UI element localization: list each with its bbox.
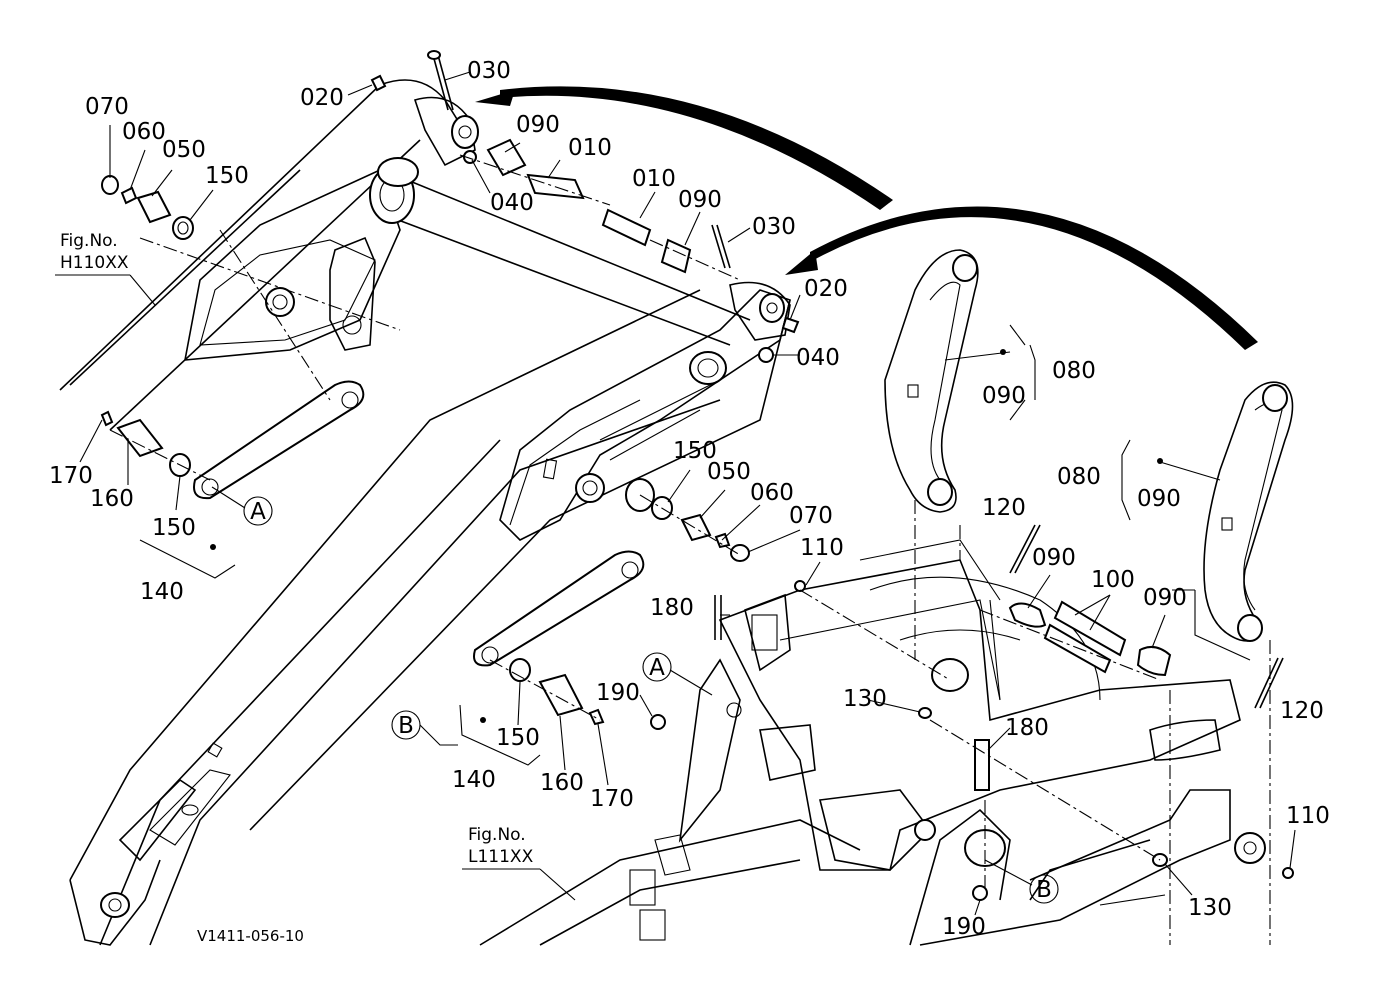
part-label: 120 — [982, 495, 1026, 521]
part-label: 090 — [516, 112, 560, 138]
part-label: 010 — [568, 135, 612, 161]
part-label: 170 — [590, 786, 634, 812]
part-label: 170 — [49, 463, 93, 489]
svg-text:B: B — [398, 713, 414, 739]
part-label: 080 — [1057, 464, 1101, 490]
part-label: 150 — [205, 163, 249, 189]
group-dots — [210, 349, 1163, 723]
part-labels: 030 020 070 060 050 150 090 010 040 010 … — [49, 58, 1330, 940]
svg-text:B: B — [1036, 877, 1052, 903]
link-upper — [193, 380, 365, 500]
part-label: 090 — [982, 383, 1026, 409]
part-label: 120 — [1280, 698, 1324, 724]
part-label: 160 — [540, 770, 584, 796]
callout-a-lower: A — [642, 652, 672, 682]
part-label: 040 — [490, 190, 534, 216]
callout-b-right: B — [1029, 874, 1059, 904]
part-label: 050 — [707, 459, 751, 485]
part-label: 150 — [152, 515, 196, 541]
part-label: 050 — [162, 137, 206, 163]
pivot-pins-upper — [100, 50, 585, 477]
part-label: 040 — [796, 345, 840, 371]
arrow-upper — [475, 86, 893, 210]
arrow-lower — [785, 206, 1258, 350]
part-label: 070 — [789, 503, 833, 529]
fig-ref-upper-code: H110XX — [60, 253, 129, 273]
center-lines — [109, 154, 1271, 945]
part-label: 020 — [300, 85, 344, 111]
part-label: 090 — [678, 187, 722, 213]
part-label: 140 — [452, 767, 496, 793]
part-label: 150 — [673, 438, 717, 464]
fig-ref-lower-title: Fig.No. — [468, 825, 526, 845]
leader-lines — [55, 71, 1296, 916]
part-label: 160 — [90, 486, 134, 512]
callout-markers: A A B B — [243, 496, 1059, 904]
fig-ref-upper: Fig.No. H110XX — [60, 231, 129, 273]
part-label: 180 — [1005, 715, 1049, 741]
part-label: 190 — [596, 680, 640, 706]
part-label: 130 — [843, 686, 887, 712]
callout-a-upper: A — [243, 496, 273, 526]
pivot-pins-mid — [509, 208, 800, 726]
svg-text:A: A — [250, 499, 266, 525]
part-label: 150 — [496, 725, 540, 751]
part-label: 010 — [632, 166, 676, 192]
part-label: 130 — [1188, 895, 1232, 921]
part-label: 110 — [800, 535, 844, 561]
part-label: 140 — [140, 579, 184, 605]
part-label: 090 — [1137, 486, 1181, 512]
part-label: 070 — [85, 94, 129, 120]
part-label: 100 — [1091, 567, 1135, 593]
main-frame — [479, 524, 1294, 946]
part-label: 030 — [752, 214, 796, 240]
diagram-code: V1411-056-10 — [197, 927, 304, 945]
part-label: 020 — [804, 276, 848, 302]
part-label: 180 — [650, 595, 694, 621]
side-arm-left — [884, 249, 979, 513]
part-label: 110 — [1286, 803, 1330, 829]
side-arm-right — [1203, 381, 1294, 642]
callout-b-left: B — [391, 710, 421, 740]
part-label: 190 — [942, 914, 986, 940]
part-label: 030 — [467, 58, 511, 84]
part-label: 090 — [1143, 585, 1187, 611]
part-label: 090 — [1032, 545, 1076, 571]
svg-text:A: A — [649, 655, 665, 681]
part-label: 080 — [1052, 358, 1096, 384]
fig-ref-upper-title: Fig.No. — [60, 231, 118, 251]
link-lower — [473, 550, 645, 667]
part-label: 060 — [122, 119, 166, 145]
fig-ref-lower: Fig.No. L111XX — [468, 825, 534, 867]
fig-ref-lower-code: L111XX — [468, 847, 534, 867]
part-label: 060 — [750, 480, 794, 506]
